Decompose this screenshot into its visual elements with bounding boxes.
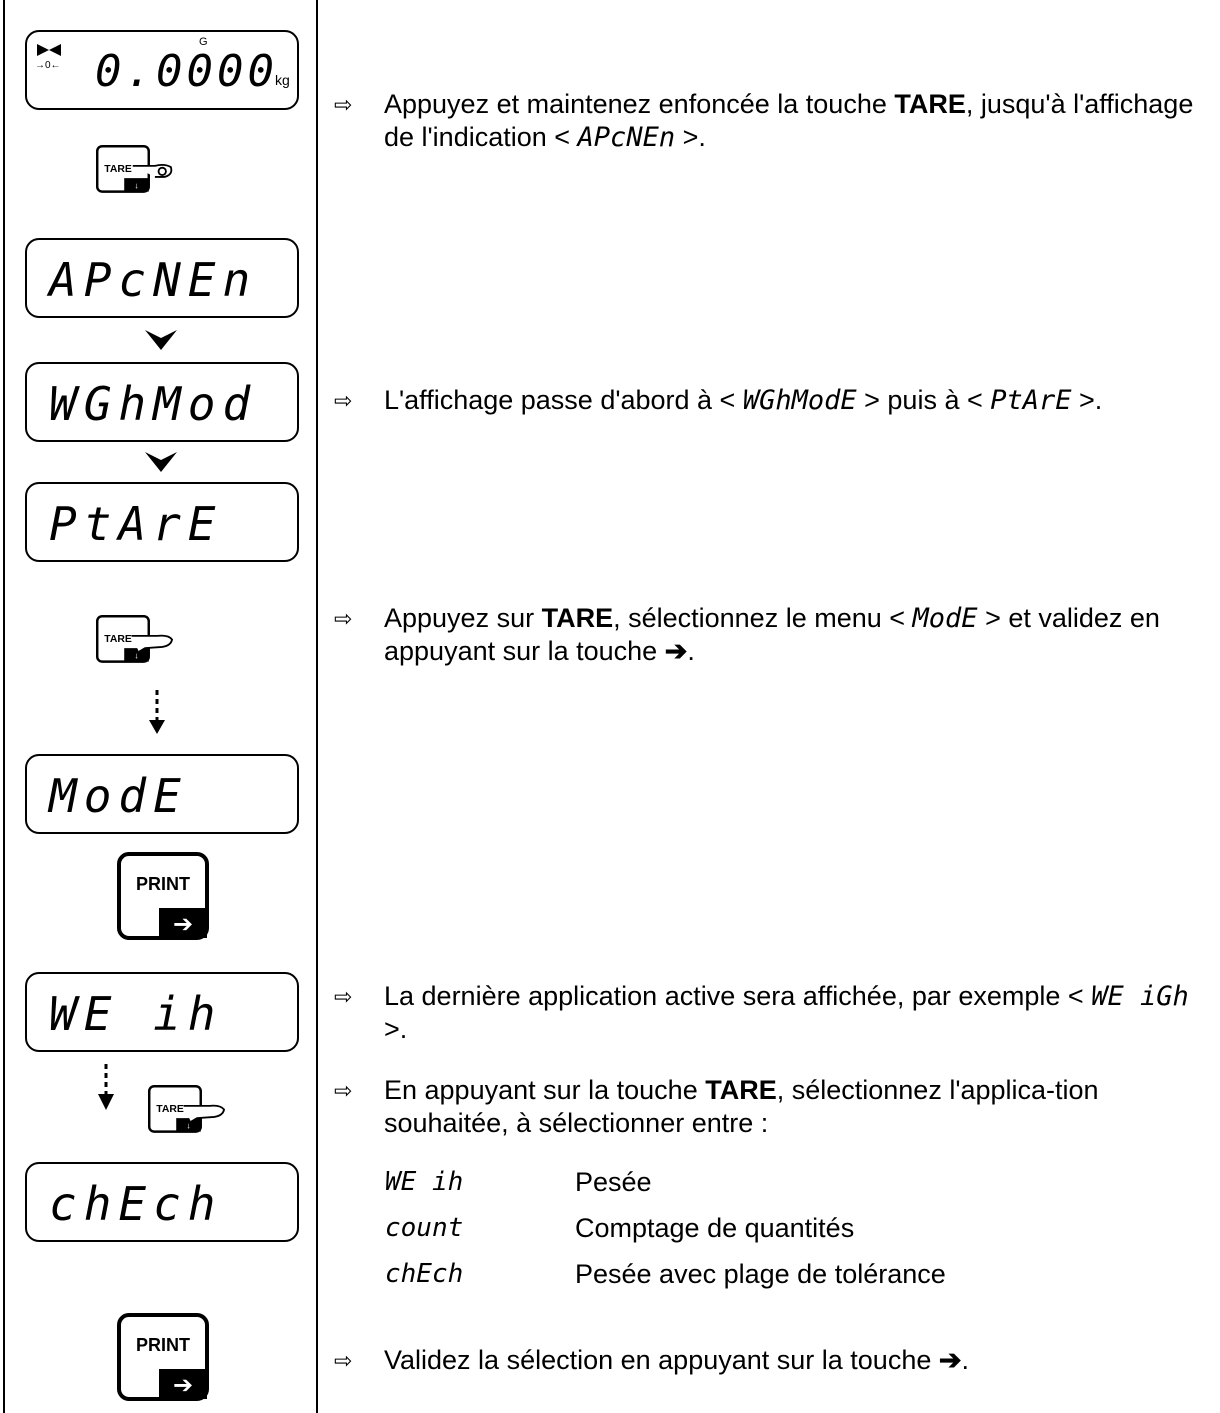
display-mode: ModE: [25, 754, 299, 834]
print-key[interactable]: PRINT ➔: [117, 852, 209, 940]
stable-mark: G: [199, 36, 208, 48]
tare-key[interactable]: ↓ TARE: [148, 1068, 240, 1156]
zero-tracking-label: →0←: [35, 60, 61, 71]
dashed-arrow-down-icon: [98, 1064, 114, 1110]
svg-text:↓: ↓: [134, 651, 138, 661]
print-key-label: PRINT: [136, 1335, 190, 1355]
tare-key-label: TARE: [104, 634, 132, 645]
display-text: APcNEn: [49, 253, 258, 307]
chevron-down-icon: [145, 452, 177, 472]
svg-text:↓: ↓: [186, 1121, 190, 1131]
display-unit: kg: [275, 72, 290, 88]
display-value: 0.0000: [95, 46, 278, 97]
print-key[interactable]: PRINT ➔: [117, 1313, 209, 1401]
display-text: PtArE: [49, 497, 223, 551]
display-text: ModE: [49, 769, 188, 823]
tare-key[interactable]: ↓ TARE: [96, 128, 188, 216]
tare-key[interactable]: ↓ TARE: [96, 598, 188, 686]
option-desc: Comptage de quantités: [575, 1213, 855, 1243]
option-desc: Pesée avec plage de tolérance: [575, 1259, 946, 1289]
svg-text:↓: ↓: [134, 181, 138, 191]
print-key-label: PRINT: [136, 874, 190, 894]
svg-text:➔: ➔: [173, 910, 193, 938]
option-code: chEch: [385, 1259, 464, 1289]
chevron-down-icon: [145, 330, 177, 350]
arrow-bullet-icon: ⇨: [334, 92, 353, 117]
column-divider: [316, 0, 318, 1413]
display-text: WE ih: [49, 987, 223, 1041]
tare-key-label: TARE: [156, 1104, 184, 1115]
arrow-bullet-icon: ⇨: [334, 606, 353, 631]
display-apcmen: APcNEn: [25, 238, 299, 318]
option-code: WE ih: [385, 1167, 464, 1197]
display-text: WGhMod: [49, 377, 258, 431]
display-ptare: PtArE: [25, 482, 299, 562]
arrow-bullet-icon: ⇨: [334, 1078, 353, 1103]
dashed-arrow-down-icon: [149, 690, 165, 734]
svg-text:➔: ➔: [173, 1371, 193, 1399]
display-text: chEch: [49, 1177, 223, 1231]
option-code: count: [385, 1213, 464, 1243]
display-check: chEch: [25, 1162, 299, 1242]
tare-key-label: TARE: [104, 164, 132, 175]
display-zero: →0← G 0.0000 kg: [25, 30, 299, 110]
arrow-bullet-icon: ⇨: [334, 984, 353, 1009]
arrow-bullet-icon: ⇨: [334, 1348, 353, 1373]
arrow-bullet-icon: ⇨: [334, 388, 353, 413]
display-weih: WE ih: [25, 972, 299, 1052]
left-border: [3, 0, 5, 1413]
option-desc: Pesée: [575, 1167, 652, 1197]
display-wghmod: WGhMod: [25, 362, 299, 442]
zero-tracking-icon: [37, 44, 61, 56]
